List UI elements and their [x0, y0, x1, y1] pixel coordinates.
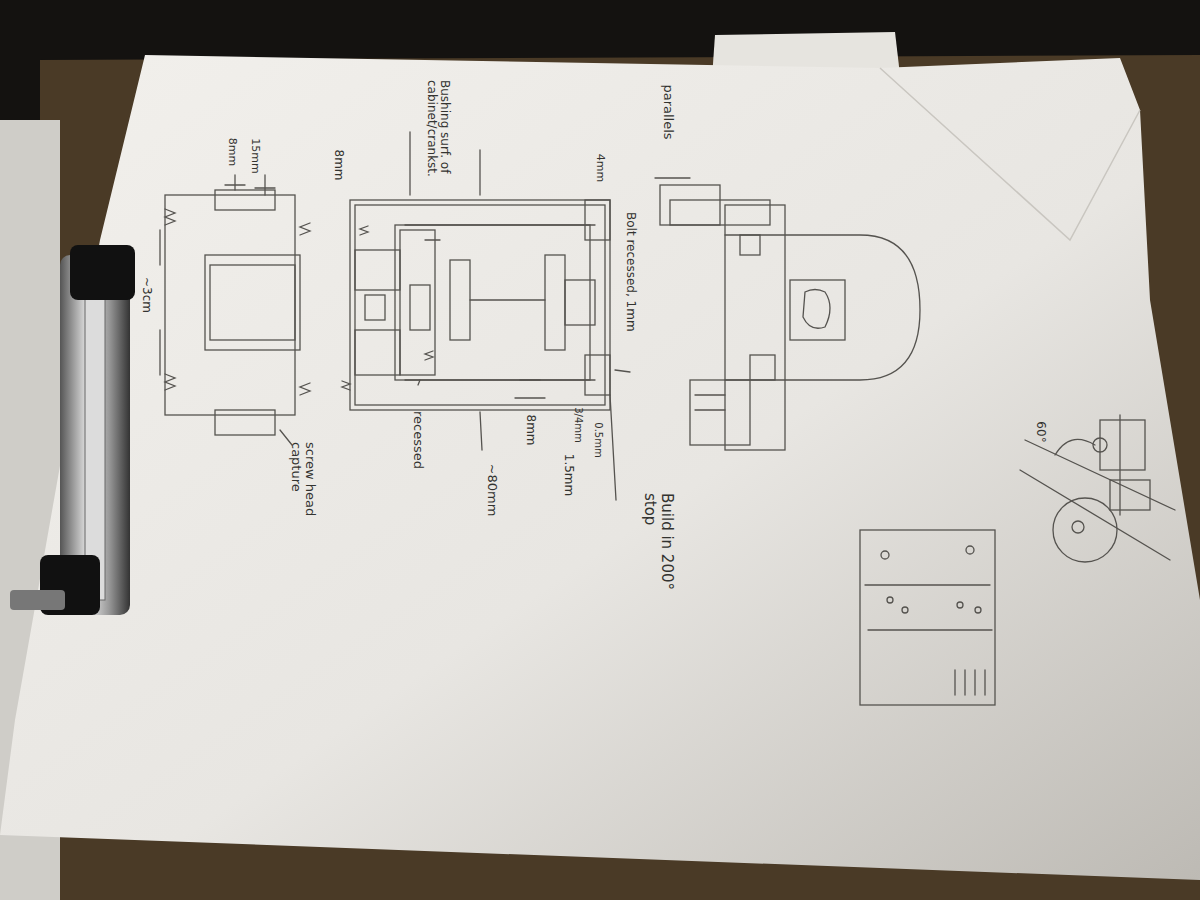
sketch-note: 15mm	[249, 138, 261, 173]
pencil-sketch	[160, 132, 1175, 705]
paper-sheet	[0, 55, 1200, 880]
sketch-note: Bolt recessed, 1mm	[623, 212, 636, 332]
sketch-note: 60°	[1033, 421, 1046, 442]
sketch-note: 1.5mm	[561, 454, 574, 496]
clipboard-clip	[10, 245, 135, 615]
sketch-note: Bushing surf. of cabinet/crankst.	[425, 80, 451, 200]
sketch-note: 0.5mm	[593, 422, 604, 457]
sketch-note: 3/4mm	[573, 407, 584, 443]
sketch-note: screw head capture	[289, 442, 318, 552]
sketch-note: 8mm	[523, 414, 536, 445]
sketch-note: parallels	[661, 84, 675, 139]
sketch-note: 8mm	[226, 138, 238, 166]
sketch-note: 8mm	[331, 149, 344, 180]
sketch-note: recessed	[411, 411, 425, 469]
sketch-note: Build in 200° stop	[642, 493, 675, 603]
paper-fold	[880, 68, 1140, 240]
sketch-note: 4mm	[594, 154, 606, 182]
sketch-note: ~3cm	[139, 277, 152, 313]
sketch-note: ~80mm	[485, 464, 499, 517]
